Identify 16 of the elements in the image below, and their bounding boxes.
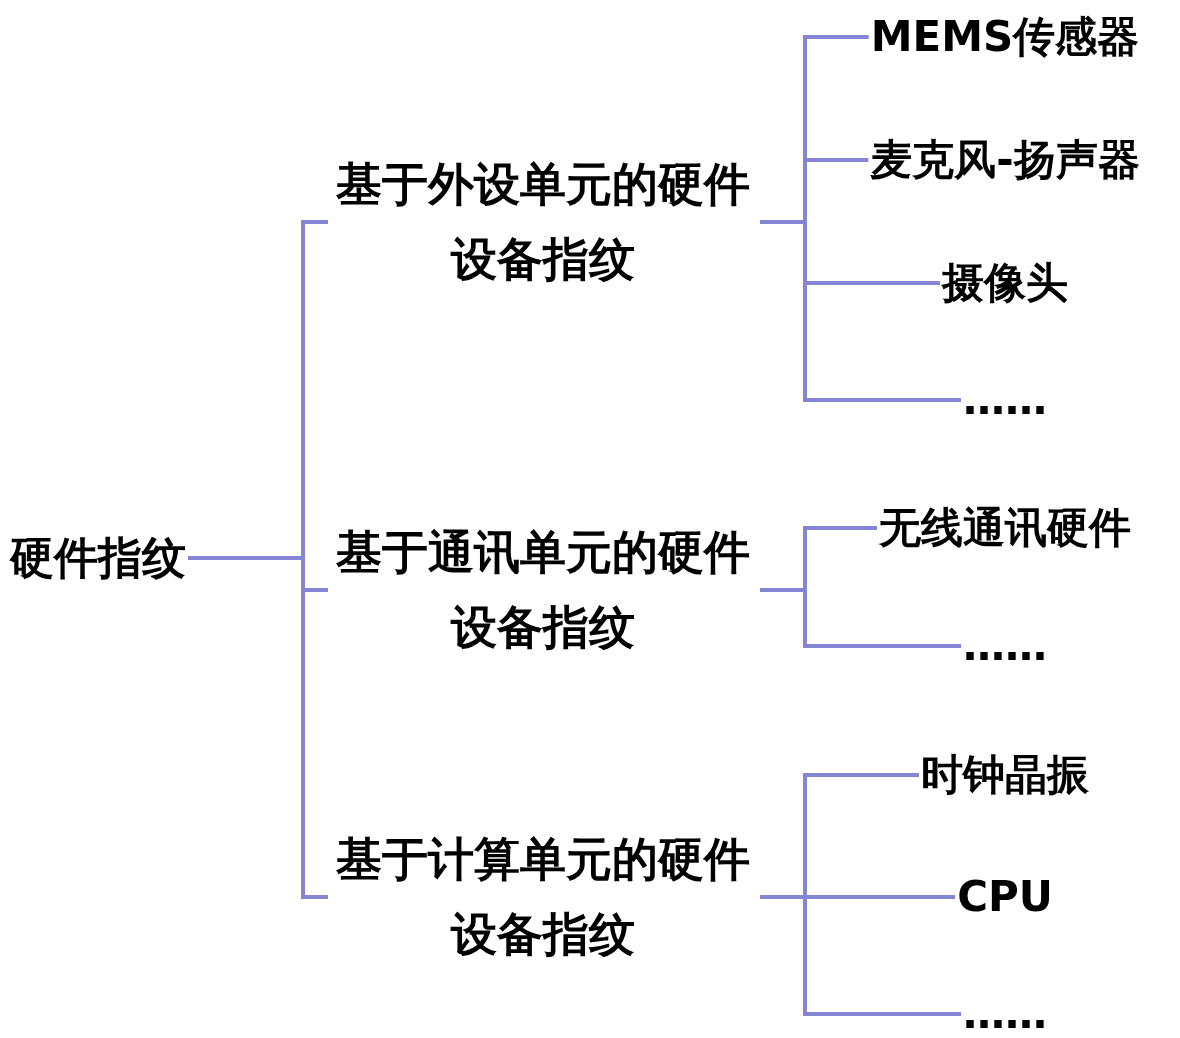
item-label: ……: [830, 378, 1180, 422]
category-label: 基于外设单元的硬件设备指纹: [328, 147, 758, 297]
root-label: 硬件指纹: [10, 528, 255, 588]
item-label: MEMS传感器: [830, 15, 1180, 59]
category-label: 基于计算单元的硬件设备指纹: [328, 822, 758, 972]
item-label: 无线通讯硬件: [830, 506, 1180, 550]
item-label: 麦克风-扬声器: [830, 138, 1180, 182]
item-label: ……: [830, 624, 1180, 668]
category-label: 基于通讯单元的硬件设备指纹: [328, 515, 758, 665]
bracket-connector: [760, 588, 961, 648]
item-label: CPU: [830, 875, 1180, 919]
bracket-connector: [760, 220, 961, 402]
item-label: 摄像头: [830, 261, 1180, 305]
bracket-connector: [760, 895, 961, 1016]
item-label: ……: [830, 992, 1180, 1036]
item-label: 时钟晶振: [830, 753, 1180, 797]
